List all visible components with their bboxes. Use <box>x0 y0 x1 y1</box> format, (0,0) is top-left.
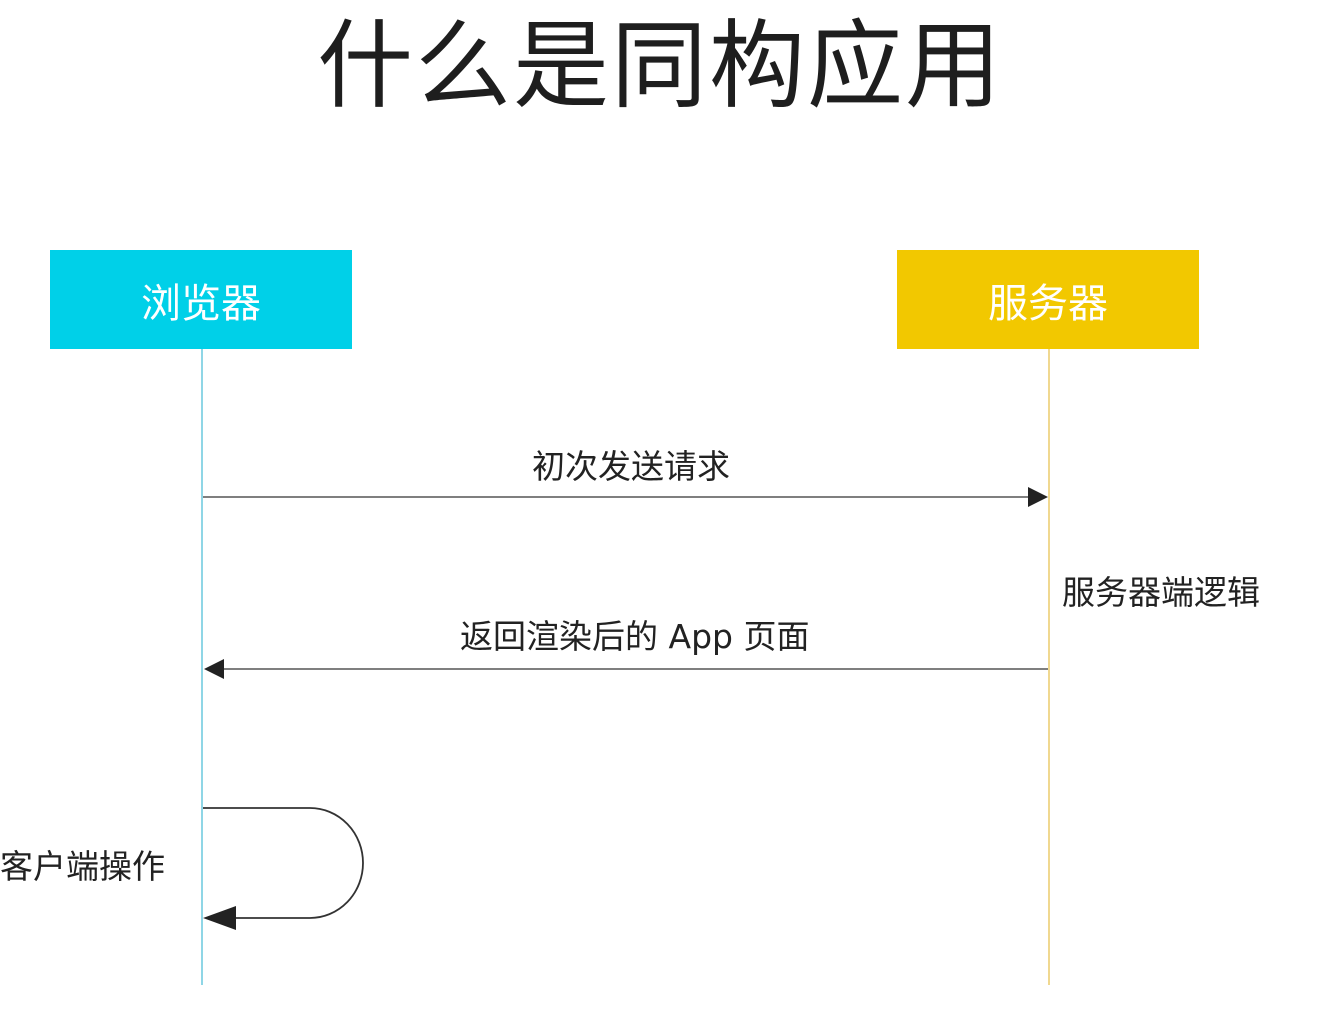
server-actor-label: 服务器 <box>988 280 1108 327</box>
page-title: 什么是同构应用 <box>317 10 1003 122</box>
response-label: 返回渲染后的 App 页面 <box>460 617 810 656</box>
server-actor: 服务器 <box>897 250 1199 349</box>
browser-actor-label: 浏览器 <box>141 280 261 327</box>
client-loop-arrow <box>203 807 364 919</box>
browser-actor: 浏览器 <box>50 250 352 349</box>
client-operation-note: 客户端操作 <box>0 847 165 886</box>
response-arrowhead <box>204 659 224 679</box>
server-logic-note: 服务器端逻辑 <box>1062 573 1260 612</box>
request-label: 初次发送请求 <box>532 447 730 486</box>
client-loop-arrowhead <box>203 906 236 930</box>
request-arrowhead <box>1028 487 1048 507</box>
